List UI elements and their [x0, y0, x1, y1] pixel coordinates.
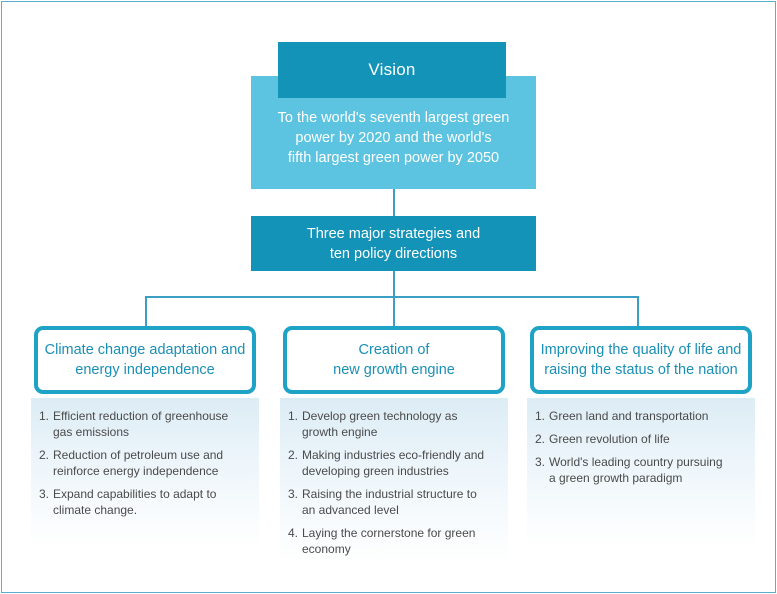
- strategies-line-1: Three major strategies and: [306, 225, 481, 242]
- vision-line-1: To the world's seventh largest green: [277, 110, 510, 126]
- list-item: 3. Raising the industrial structure to an…: [288, 486, 500, 518]
- list-item-text: Efficient reduction of greenhouse: [53, 409, 229, 423]
- list-item-text: Raising the industrial structure to: [302, 487, 477, 501]
- list-item-text: economy: [302, 542, 351, 556]
- list-growth-engine: 1. Develop green technology as growth eng…: [280, 398, 508, 563]
- strategies-box: Three major strategies and ten policy di…: [251, 216, 536, 271]
- list-item-number: 4.: [288, 526, 299, 540]
- list-item-text: Green land and transportation: [549, 409, 709, 423]
- pillar-3-line-1: Improving the quality of life and: [540, 342, 742, 358]
- vision-line-3: fifth largest green power by 2050: [287, 150, 500, 166]
- list-item-text: a green growth paradigm: [549, 471, 683, 485]
- list-quality-of-life: 1. Green land and transportation 2. Gree…: [527, 398, 755, 548]
- list-item-number: 2.: [288, 448, 299, 462]
- pillar-3-line-2: raising the status of the nation: [544, 362, 738, 378]
- vision-title: Vision: [278, 42, 506, 98]
- connector-right: [637, 296, 639, 327]
- list-item: 2. Making industries eco-friendly and dev…: [288, 447, 500, 479]
- list-item: 2. Reduction of petroleum use and reinfor…: [39, 447, 251, 479]
- vision-line-2: power by 2020 and the world's: [295, 130, 492, 146]
- list-item-text: Making industries eco-friendly and: [302, 448, 485, 462]
- connector-trunk: [393, 271, 395, 297]
- list-item-number: 3.: [535, 455, 546, 469]
- list-item-text: climate change.: [53, 503, 138, 517]
- list-item-text: Laying the cornerstone for green: [302, 526, 476, 540]
- connector-left: [145, 296, 147, 327]
- pillar-quality-of-life: Improving the quality of life and raisin…: [530, 326, 752, 394]
- pillar-growth-engine: Creation of new growth engine: [283, 326, 505, 394]
- list-item-number: 2.: [39, 448, 50, 462]
- connector-horizontal: [145, 296, 639, 298]
- list-item-number: 1.: [39, 409, 50, 423]
- pillar-climate-change: Climate change adaptation and energy ind…: [34, 326, 256, 394]
- list-item-text: reinforce energy independence: [53, 464, 219, 478]
- pillar-1-line-1: Climate change adaptation and: [44, 342, 246, 358]
- list-item-text: growth engine: [302, 425, 378, 439]
- pillar-2-line-1: Creation of: [358, 342, 430, 358]
- list-item: 1. Develop green technology as growth eng…: [288, 408, 500, 440]
- list-item: 4. Laying the cornerstone for green econo…: [288, 525, 500, 557]
- list-item-number: 1.: [288, 409, 299, 423]
- list-item-text: Reduction of petroleum use and: [53, 448, 224, 462]
- connector-center: [393, 296, 395, 327]
- connector-vision-strategies: [393, 189, 395, 216]
- list-item-text: Expand capabilities to adapt to: [53, 487, 217, 501]
- list-item-text: World's leading country pursuing: [549, 455, 723, 469]
- list-item-text: Develop green technology as: [302, 409, 458, 423]
- list-item: 2. Green revolution of life: [535, 431, 747, 447]
- strategies-line-2: ten policy directions: [329, 245, 458, 262]
- pillar-1-line-2: energy independence: [75, 362, 215, 378]
- list-item-number: 3.: [39, 487, 50, 501]
- list-item-text: gas emissions: [53, 425, 130, 439]
- list-item: 1. Green land and transportation: [535, 408, 747, 424]
- list-item-text: Green revolution of life: [549, 432, 670, 446]
- list-item-number: 1.: [535, 409, 546, 423]
- list-climate-change: 1. Efficient reduction of greenhouse gas …: [31, 398, 259, 548]
- vision-title-text: Vision: [368, 60, 416, 79]
- list-item: 3. Expand capabilities to adapt to climat…: [39, 486, 251, 518]
- list-item: 3. World's leading country pursuing a gre…: [535, 454, 747, 486]
- list-item-number: 2.: [535, 432, 546, 446]
- pillar-2-line-2: new growth engine: [333, 362, 455, 378]
- list-item-text: an advanced level: [302, 503, 399, 517]
- list-item-number: 3.: [288, 487, 299, 501]
- list-item: 1. Efficient reduction of greenhouse gas …: [39, 408, 251, 440]
- list-item-text: developing green industries: [302, 464, 449, 478]
